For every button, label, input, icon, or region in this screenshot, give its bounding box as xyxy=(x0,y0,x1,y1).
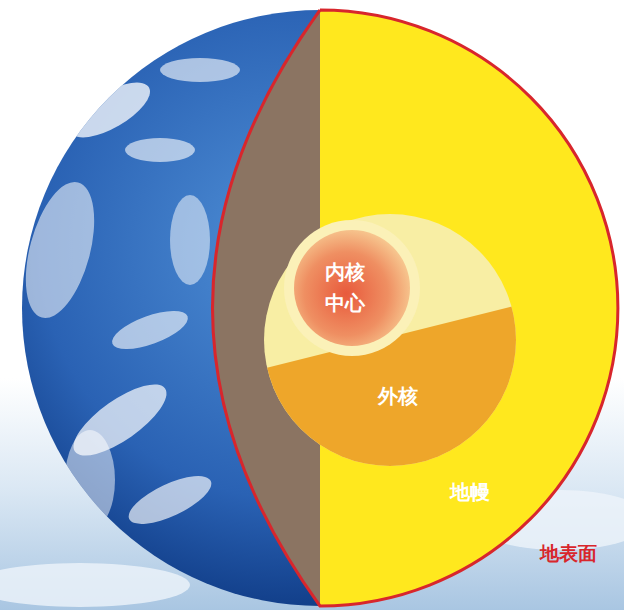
clouds xyxy=(13,58,240,534)
cloud xyxy=(0,563,190,607)
globe xyxy=(22,10,618,606)
part-name: 外核 xyxy=(378,384,418,408)
surface-outline xyxy=(213,10,618,606)
inner-core xyxy=(294,230,410,346)
part-name: 内核 xyxy=(325,260,365,284)
part-name: 地幔 xyxy=(450,480,490,504)
callout-label: 地表面 xyxy=(540,542,597,565)
part-name: 中心 xyxy=(325,291,365,315)
inner-core-halo xyxy=(284,220,420,356)
